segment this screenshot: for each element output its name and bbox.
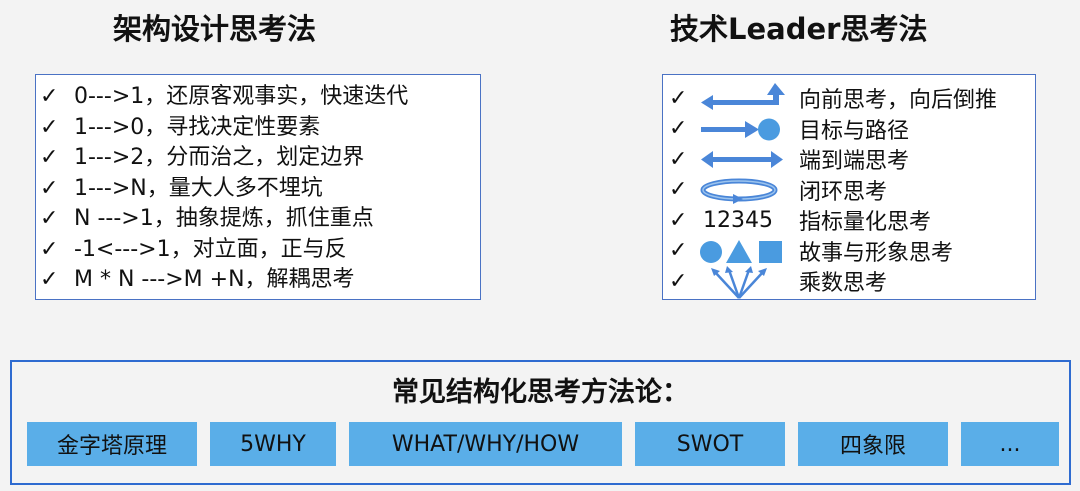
- list-item: ✓ 故事与形象思考: [663, 236, 1035, 267]
- item-label: 向前思考，向后倒推: [799, 88, 998, 114]
- check-icon: ✓: [669, 238, 688, 264]
- method-swot: SWOT: [635, 422, 785, 466]
- check-icon: ✓: [669, 146, 688, 172]
- left-panel-title: 架构设计思考法: [113, 12, 317, 46]
- list-item: ✓ 1--->N，量大人多不埋坑: [40, 174, 408, 205]
- fan-out-arrows-icon: [711, 266, 767, 299]
- list-item: ✓ M * N --->M +N，解耦思考: [40, 265, 408, 296]
- right-panel-title: 技术Leader思考法: [670, 12, 928, 46]
- item-label: 指标量化思考: [799, 210, 932, 236]
- check-icon: ✓: [669, 268, 688, 294]
- item-text: 1--->0，寻找决定性要素: [74, 114, 321, 140]
- back-forward-arrow-icon: [701, 83, 785, 110]
- item-label: 端到端思考: [799, 149, 910, 175]
- list-item: ✓ 乘数思考: [663, 266, 1035, 299]
- method-5why: 5WHY: [210, 422, 336, 466]
- method-four-quadrants: 四象限: [798, 422, 948, 466]
- method-more: ...: [961, 422, 1059, 466]
- item-text: -1<--->1，对立面，正与反: [74, 236, 347, 262]
- item-text: 1--->N，量大人多不埋坑: [74, 175, 323, 201]
- item-text: 0--->1，还原客观事实，快速迭代: [74, 84, 409, 109]
- check-icon: ✓: [40, 84, 59, 109]
- method-pyramid-principle: 金字塔原理: [27, 422, 197, 466]
- list-item: ✓ 向前思考，向后倒推: [663, 83, 1035, 114]
- list-item: ✓ 12345 指标量化思考: [663, 205, 1035, 236]
- item-label: 闭环思考: [799, 179, 888, 205]
- check-icon: ✓: [40, 267, 59, 292]
- arrow-to-target-icon: [701, 118, 780, 140]
- architecture-thinking-box: ✓ 0--->1，还原客观事实，快速迭代 ✓ 1--->0，寻找决定性要素 ✓ 1--…: [35, 74, 481, 300]
- list-item: ✓ 1--->0，寻找决定性要素: [40, 113, 408, 144]
- check-icon: ✓: [40, 114, 59, 140]
- check-icon: ✓: [40, 206, 59, 231]
- tech-leader-thinking-box: ✓ 向前思考，向后倒推 ✓ 目标与路径 ✓ 端到端思考 ✓: [662, 74, 1036, 300]
- circle-triangle-square-icon: [700, 239, 782, 263]
- list-item: ✓ -1<--->1，对立面，正与反: [40, 235, 408, 266]
- method-what-why-how: WHAT/WHY/HOW: [349, 422, 622, 466]
- double-headed-arrow-icon: [701, 151, 783, 168]
- check-icon: ✓: [669, 85, 688, 111]
- item-label: 乘数思考: [799, 271, 888, 297]
- list-item: ✓ N --->1，抽象提炼，抓住重点: [40, 204, 408, 235]
- check-icon: ✓: [669, 116, 688, 142]
- check-icon: ✓: [40, 145, 59, 170]
- list-item: ✓ 1--->2，分而治之，划定边界: [40, 143, 408, 174]
- item-text: N --->1，抽象提炼，抓住重点: [74, 206, 374, 231]
- item-text: M * N --->M +N，解耦思考: [74, 267, 355, 292]
- item-label: 目标与路径: [799, 118, 910, 144]
- check-icon: ✓: [40, 175, 59, 201]
- structured-thinking-methods-box: 常见结构化思考方法论： 金字塔原理 5WHY WHAT/WHY/HOW SWOT…: [10, 360, 1071, 485]
- loop-icon: [700, 178, 778, 204]
- list-item: ✓ 目标与路径: [663, 114, 1035, 145]
- metric-number: 12345: [703, 207, 773, 233]
- check-icon: ✓: [669, 207, 688, 233]
- item-text: 1--->2，分而治之，划定边界: [74, 145, 365, 170]
- list-item: ✓ 闭环思考: [663, 175, 1035, 206]
- item-label: 故事与形象思考: [799, 240, 954, 266]
- list-item: ✓ 端到端思考: [663, 144, 1035, 175]
- check-icon: ✓: [669, 177, 688, 203]
- methods-title: 常见结构化思考方法论：: [392, 377, 689, 408]
- check-icon: ✓: [40, 236, 59, 262]
- list-item: ✓ 0--->1，还原客观事实，快速迭代: [40, 82, 408, 113]
